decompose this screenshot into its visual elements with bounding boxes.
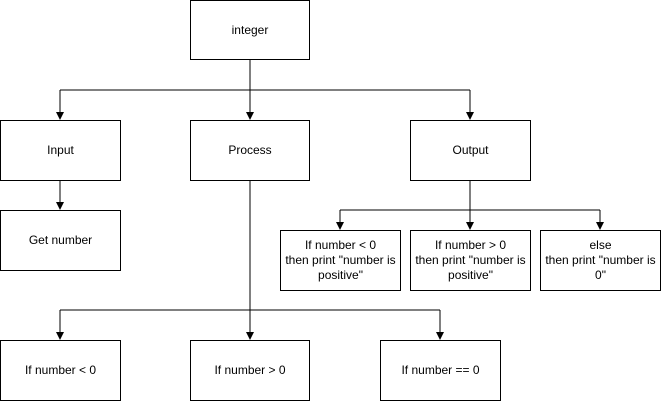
node-output-else: else then print "number is 0": [540, 230, 661, 291]
node-process: Process: [190, 120, 310, 181]
node-process-equal: If number == 0: [380, 340, 501, 401]
node-process-greater-than: If number > 0: [190, 340, 310, 401]
node-output: Output: [410, 120, 531, 181]
node-process-less-than: If number < 0: [0, 340, 121, 401]
node-integer: integer: [190, 0, 310, 60]
node-input: Input: [0, 120, 121, 181]
node-get-number: Get number: [0, 210, 121, 271]
node-output-positive: If number > 0 then print "number is posi…: [410, 230, 531, 291]
node-output-negative: If number < 0 then print "number is posi…: [280, 230, 401, 291]
